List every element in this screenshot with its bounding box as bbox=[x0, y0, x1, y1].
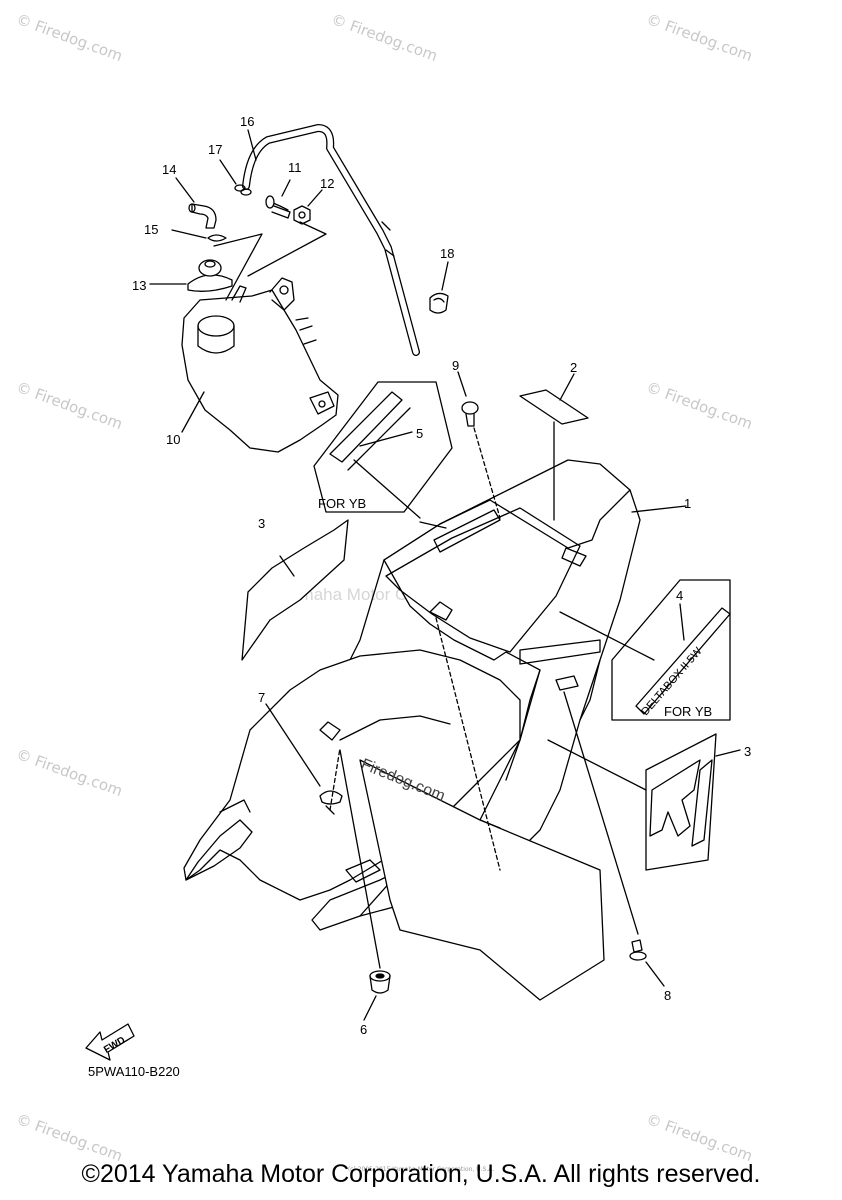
callout-16: 16 bbox=[240, 114, 254, 129]
clamp-18 bbox=[429, 292, 449, 314]
callout-14: 14 bbox=[162, 162, 176, 177]
callout-10: 10 bbox=[166, 432, 180, 447]
callout-18: 18 bbox=[440, 246, 454, 261]
grommet-6 bbox=[369, 970, 391, 994]
rivet-7 bbox=[319, 790, 343, 815]
diagram-code: 5PWA110-B220 bbox=[88, 1064, 180, 1079]
lower-volume bbox=[359, 759, 605, 1001]
bolt-11 bbox=[265, 195, 291, 219]
for-yb-note-2: FOR YB bbox=[664, 704, 712, 719]
rear-cowl bbox=[311, 459, 641, 931]
copyright-footer: ©2014 Yamaha Motor Corporation, U.S.A. A… bbox=[81, 1160, 761, 1188]
callout-11: 11 bbox=[288, 160, 302, 175]
fwd-arrow-icon: FWD bbox=[85, 1023, 135, 1061]
fine-print: (c) 2005-2015 Yamaha Motor Corporation, … bbox=[347, 1166, 495, 1173]
callout-6: 6 bbox=[360, 1022, 367, 1037]
callout-15: 15 bbox=[144, 222, 158, 237]
callout-12: 12 bbox=[320, 176, 334, 191]
screw-9 bbox=[461, 401, 479, 427]
pad-2 bbox=[519, 389, 589, 425]
breather-hose bbox=[242, 124, 420, 356]
callout-2: 2 bbox=[570, 360, 577, 375]
inset-box-4: FOR YB bbox=[611, 579, 731, 721]
clip-15 bbox=[207, 234, 227, 242]
callout-17: 17 bbox=[208, 142, 222, 157]
for-yb-note-1: FOR YB bbox=[318, 496, 366, 511]
callout-3: 3 bbox=[258, 516, 265, 531]
callout-1: 1 bbox=[684, 496, 691, 511]
callout-4: 4 bbox=[676, 588, 683, 603]
reservoir-tank bbox=[181, 277, 339, 453]
decal-3-left bbox=[241, 519, 349, 661]
decal-3-right bbox=[645, 733, 717, 871]
reservoir-cap bbox=[187, 259, 233, 292]
inset-box-5: FOR YB bbox=[313, 381, 453, 513]
callout-8: 8 bbox=[664, 988, 671, 1003]
callout-3: 3 bbox=[744, 744, 751, 759]
callout-5: 5 bbox=[416, 426, 423, 441]
callout-13: 13 bbox=[132, 278, 146, 293]
screw-8 bbox=[629, 939, 647, 961]
elbow-fitting bbox=[188, 203, 217, 229]
clamp-17 bbox=[234, 184, 252, 196]
nut-12 bbox=[293, 205, 311, 225]
callout-9: 9 bbox=[452, 358, 459, 373]
callout-7: 7 bbox=[258, 690, 265, 705]
